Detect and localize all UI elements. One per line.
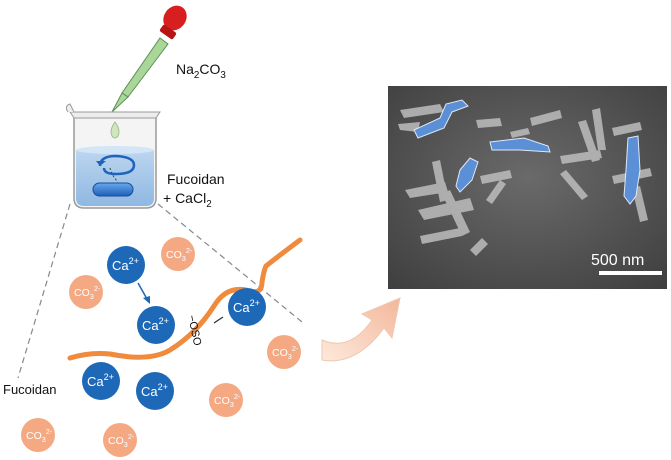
zoom-line-left <box>17 203 71 379</box>
scale-bar <box>599 271 662 275</box>
sulfate-group-label: −OSO <box>185 314 203 347</box>
carbonate-ion: CO32- <box>161 237 195 271</box>
zoom-line-right <box>157 203 303 323</box>
sem-image: 500 nm <box>388 86 667 289</box>
svg-text:CO32-: CO32- <box>108 432 135 449</box>
svg-text:Ca2+: Ca2+ <box>112 256 139 273</box>
beaker-icon <box>65 103 161 209</box>
svg-text:CO32-: CO32- <box>272 344 299 361</box>
solution-label-line2: + CaCl2 <box>163 190 212 210</box>
calcium-ion: Ca2+ <box>82 362 120 400</box>
binding-arrow-icon <box>137 282 150 304</box>
fucoidan-chain <box>67 237 303 361</box>
carbonate-ion: CO32- <box>21 418 55 452</box>
svg-text:CO32-: CO32- <box>26 427 53 444</box>
carbonate-ion: CO32- <box>209 383 243 417</box>
carbonate-ion: CO32- <box>103 423 137 457</box>
fucoidan-label: Fucoidan <box>3 382 56 397</box>
carbonate-ion: CO32- <box>69 275 103 309</box>
highlighted-crystals <box>413 99 641 205</box>
sulfate-bond <box>213 316 224 324</box>
svg-text:CO32-: CO32- <box>166 246 193 263</box>
svg-text:CO32-: CO32- <box>74 284 101 301</box>
solution-label-line1: Fucoidan <box>167 171 225 187</box>
calcium-ion: Ca2+ <box>107 246 145 284</box>
carbonate-ion: CO32- <box>267 335 301 369</box>
dropper-icon <box>111 5 187 113</box>
reagent-label: Na2CO3 <box>176 61 226 81</box>
svg-text:Ca2+: Ca2+ <box>233 298 260 315</box>
scale-bar-label: 500 nm <box>591 252 644 269</box>
calcium-ion: Ca2+ <box>228 288 266 326</box>
svg-text:Ca2+: Ca2+ <box>87 372 114 389</box>
transition-arrow-icon <box>321 297 401 362</box>
svg-text:Ca2+: Ca2+ <box>142 316 169 333</box>
svg-text:CO32-: CO32- <box>214 392 241 409</box>
calcium-ion: Ca2+ <box>136 372 174 410</box>
svg-text:Ca2+: Ca2+ <box>141 382 168 399</box>
calcium-ion: Ca2+ <box>137 306 175 344</box>
